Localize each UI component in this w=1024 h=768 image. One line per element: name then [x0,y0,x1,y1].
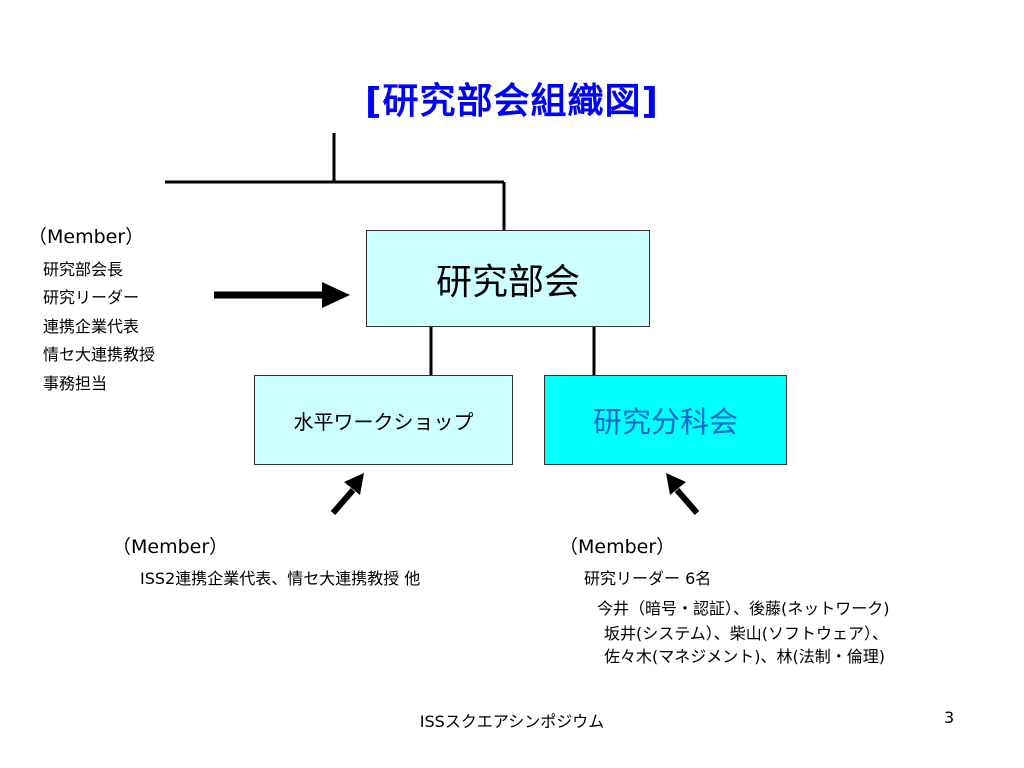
member-subcommittee-line: 坂井(システム）、柴山(ソフトウェア）、 [604,624,889,643]
member-subcommittee-line: 佐々木(マネジメント)、林(法制・倫理) [604,647,885,666]
member-left-header: （Member） [28,226,145,248]
box-horizontal-workshop-label: 水平ワークショップ [293,409,474,434]
member-left-item: 研究リーダー [43,288,140,307]
member-workshop-text: ISS2連携企業代表、情セ大連携教授 他 [140,569,421,588]
member-subcommittee-lead: 研究リーダー 6名 [584,569,712,588]
member-subcommittee-header: （Member） [559,536,676,558]
member-left-item: 連携企業代表 [43,317,140,336]
arrow-up-right-icon [330,473,364,515]
box-research-committee-label: 研究部会 [435,261,580,303]
arrow-right-icon [214,282,350,308]
page-number: 3 [944,708,955,727]
box-research-subcommittee: 研究分科会 [544,375,787,465]
box-research-subcommittee-label: 研究分科会 [592,405,738,439]
member-subcommittee-line: 今井（暗号・認証）、後藤(ネットワーク) [597,599,890,618]
member-left-item: 事務担当 [43,374,108,393]
box-research-committee: 研究部会 [366,230,650,327]
arrow-up-left-icon [666,473,700,515]
member-left-item: 情セ大連携教授 [43,345,156,364]
slide-title: [研究部会組織図] [365,81,659,122]
footer-text: ISSスクエアシンポジウム [419,712,605,731]
box-horizontal-workshop: 水平ワークショップ [254,375,513,465]
member-workshop-header: （Member） [112,536,229,558]
member-left-item: 研究部会長 [43,260,124,279]
